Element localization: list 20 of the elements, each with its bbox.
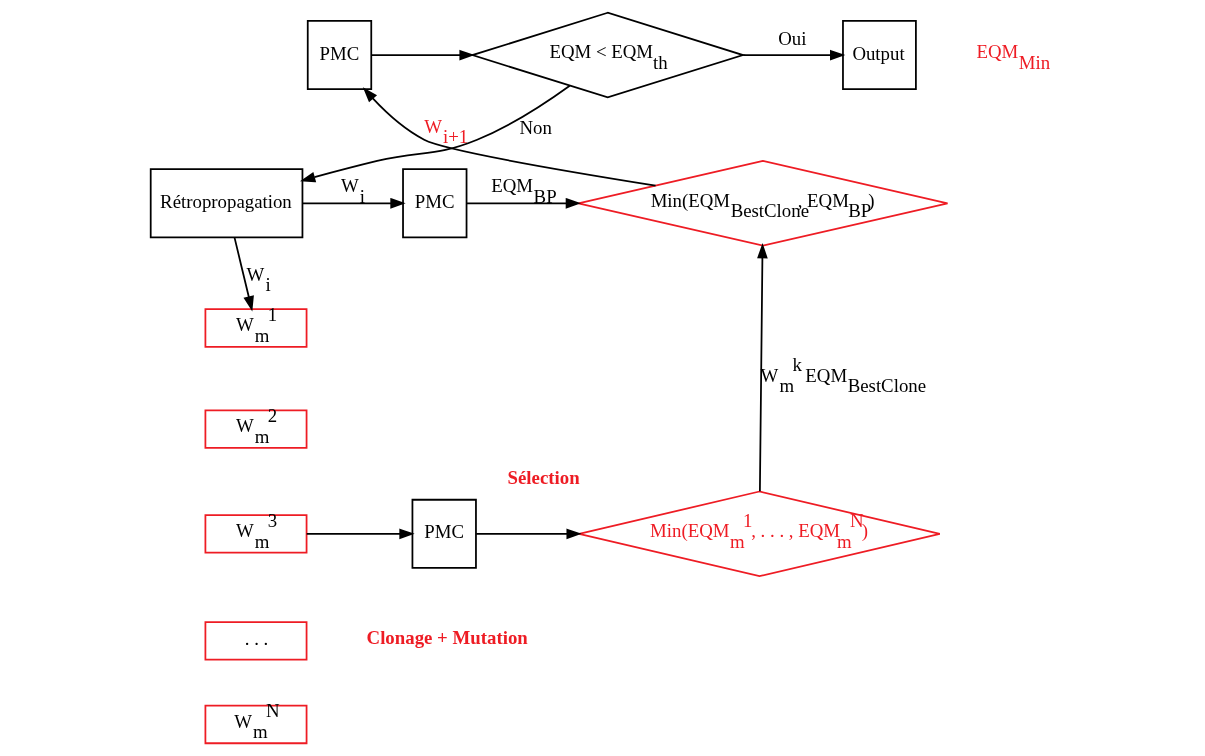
arrow <box>299 84 571 183</box>
node-label: Sélection <box>507 467 580 489</box>
node-box: PMC <box>306 20 372 91</box>
arrow <box>305 528 415 540</box>
node-box: Rétropropagation <box>149 168 303 239</box>
arrow <box>301 197 406 209</box>
arrow <box>465 197 581 209</box>
edge-label: Non <box>518 116 552 138</box>
node-box: PMC <box>411 498 477 569</box>
arrow <box>370 49 475 61</box>
edge-label: Oui <box>777 28 806 50</box>
arrow <box>474 528 582 540</box>
node-box: PMC <box>401 168 467 239</box>
arrow <box>362 87 656 187</box>
arrow <box>233 236 254 312</box>
arrow <box>741 49 845 61</box>
node-box: Output <box>841 20 917 91</box>
node-box: . . . <box>204 621 307 661</box>
arrow <box>756 243 768 493</box>
label: Clonage + Mutation <box>366 627 528 649</box>
